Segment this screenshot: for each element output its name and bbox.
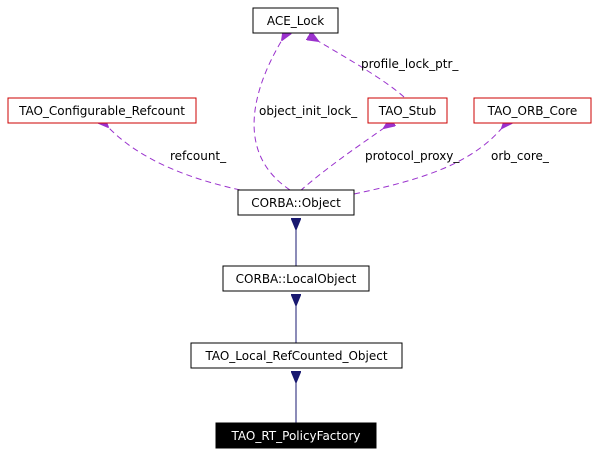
edge-object-to-orb-core [353,128,502,195]
node-ace-lock[interactable]: ACE_Lock [252,7,339,34]
edge-stub-to-ace-lock [318,41,405,98]
edge-object-to-stub [299,128,384,192]
node-corba-localobject-label: CORBA::LocalObject [236,272,357,286]
edge-label-orb-core: orb_core_ [491,149,550,163]
node-tao-rt-policyfactory[interactable]: TAO_RT_PolicyFactory [215,422,377,449]
edge-object-to-ace-lock [253,40,290,191]
edge-labels: profile_lock_ptr_ object_init_lock_ refc… [170,57,550,163]
edge-object-to-refcount [108,127,251,193]
node-corba-localobject[interactable]: CORBA::LocalObject [222,265,370,292]
node-corba-object[interactable]: CORBA::Object [237,189,355,216]
node-ace-lock-label: ACE_Lock [267,14,324,28]
edge-label-object-init-lock: object_init_lock_ [259,104,358,118]
node-tao-configurable-refcount-label: TAO_Configurable_Refcount [18,104,185,118]
node-tao-stub-label: TAO_Stub [378,104,436,118]
node-corba-object-label: CORBA::Object [251,196,341,210]
node-tao-local-refcounted-object[interactable]: TAO_Local_RefCounted_Object [190,342,403,369]
node-tao-configurable-refcount[interactable]: TAO_Configurable_Refcount [7,97,197,124]
edge-label-protocol-proxy: protocol_proxy_ [365,149,460,163]
edge-label-profile-lock-ptr: profile_lock_ptr_ [361,57,459,71]
node-tao-stub[interactable]: TAO_Stub [367,97,448,124]
node-tao-rt-policyfactory-label: TAO_RT_PolicyFactory [231,429,361,443]
node-tao-local-refcounted-object-label: TAO_Local_RefCounted_Object [204,349,387,363]
edge-label-refcount: refcount_ [170,149,227,163]
node-tao-orb-core-label: TAO_ORB_Core [487,104,578,118]
usage-edges [108,40,502,195]
node-tao-orb-core[interactable]: TAO_ORB_Core [473,97,592,124]
